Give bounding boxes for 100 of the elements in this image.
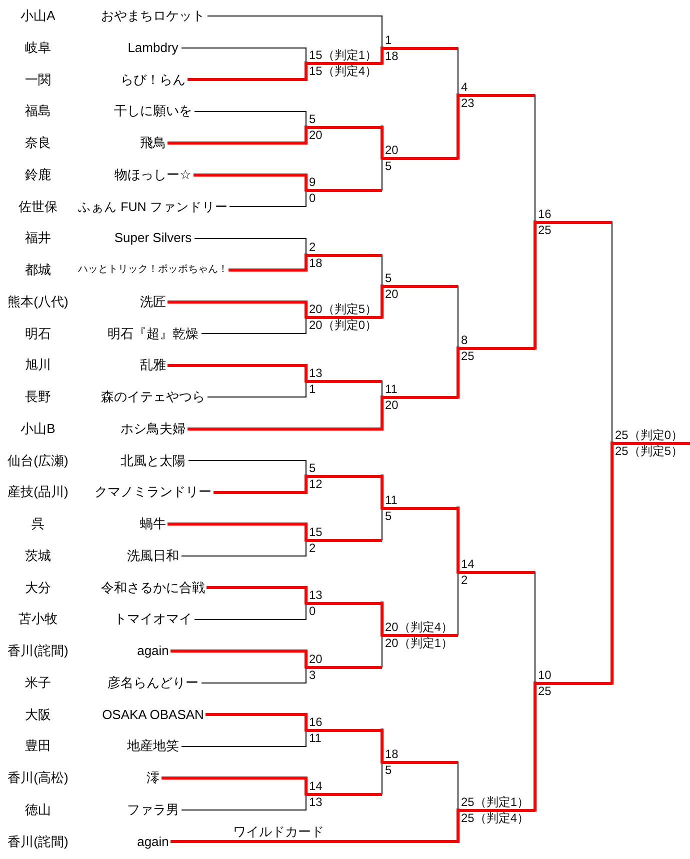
region-name: 呉: [32, 516, 44, 532]
team-name: トマイオマイ: [114, 611, 192, 628]
team-name: OSAKA OBASAN: [102, 706, 204, 722]
bracket-line: [202, 316, 306, 334]
team-name: 北風と太陽: [120, 452, 186, 468]
score: 4: [461, 80, 468, 94]
region-name: 佐世保: [18, 198, 58, 214]
bracket-line: [202, 666, 306, 684]
region-name: 香川(詫間): [8, 643, 68, 659]
region-name: 米子: [25, 674, 51, 691]
score: 5: [385, 763, 392, 777]
team-name: 蝸牛: [140, 516, 166, 532]
region-name: 福島: [25, 103, 51, 120]
region-name: 小山B: [20, 420, 56, 437]
region-name: 長野: [25, 389, 51, 405]
team-name: ハッとトリック！ポッポちゃん！: [78, 263, 228, 277]
team-name: 洗匠: [140, 294, 166, 310]
score: 20（判定0）: [309, 318, 378, 332]
region-name: 仙台(広瀬): [8, 452, 68, 468]
bracket-line: [380, 126, 384, 160]
team-name: 物ほっしー☆: [114, 166, 192, 183]
bracket-line: [188, 460, 306, 476]
bracket-line: [534, 682, 536, 812]
score: 0: [309, 191, 316, 205]
score: 25: [538, 684, 552, 698]
score: 18: [309, 256, 322, 270]
team-name: 森のイテェやつら: [101, 389, 205, 405]
bracket-line: [380, 284, 384, 318]
bracket-line: [182, 47, 306, 64]
score: 15（判定1）: [309, 48, 378, 62]
region-name: 香川(詫間): [8, 834, 68, 850]
bracket-line: [230, 190, 306, 207]
region-name: 旭川: [25, 357, 51, 374]
score: 20: [385, 398, 398, 412]
score: 13: [309, 588, 322, 602]
bracket-line: [206, 586, 308, 604]
region-name: 大阪: [25, 706, 51, 722]
bracket-line: [188, 62, 308, 81]
team-name: 澪: [146, 770, 160, 786]
region-name: 福井: [25, 230, 51, 246]
bracket-line: [456, 346, 460, 398]
region-name: 苫小牧: [18, 611, 58, 628]
bracket-line: [206, 713, 308, 732]
score: 16: [538, 207, 552, 221]
team-name: 令和さるかに合戦: [101, 580, 205, 596]
region-name: 産技(品川): [8, 484, 68, 500]
team-name: 地産地笑: [127, 738, 179, 754]
score: 15（判定4）: [309, 64, 378, 78]
region-name: 大分: [25, 580, 51, 596]
region-name: 香川(高松): [8, 770, 68, 786]
score: 9: [309, 175, 316, 189]
bracket-line: [208, 16, 382, 48]
score: 5: [385, 271, 392, 285]
score: 14: [461, 557, 474, 571]
bracket-line: [168, 522, 308, 542]
team-name: ファラ男: [127, 802, 179, 818]
team-name: おやまちロケット: [101, 8, 205, 24]
score: 5: [309, 461, 316, 475]
score: 20: [309, 128, 322, 142]
score: 2: [309, 541, 316, 555]
team-name: again: [137, 834, 169, 850]
team-name: again: [137, 643, 169, 659]
score: 13: [309, 366, 322, 380]
score: 20: [385, 143, 398, 157]
region-name: 徳山: [25, 802, 51, 818]
bracket-line: [208, 380, 306, 398]
bracket-line: [188, 396, 384, 430]
bracket-line: [182, 730, 306, 747]
team-name: らび！らん: [120, 72, 186, 88]
score: 18: [385, 747, 398, 761]
bracket-line: [456, 506, 460, 574]
bracket-line: [168, 364, 308, 382]
region-name: 鈴鹿: [25, 166, 51, 183]
team-name: Super Silvers: [114, 230, 192, 246]
score: 10: [538, 668, 552, 682]
score: 11: [385, 493, 398, 507]
score: 25: [461, 349, 474, 363]
bracket-line: [168, 126, 308, 144]
region-name: 一関: [25, 72, 51, 88]
team-name: ふぁん FUN ファンドリー: [78, 198, 228, 214]
bracket-line: [182, 540, 306, 556]
bracket-line: [182, 794, 306, 810]
score: 5: [385, 159, 392, 173]
score: 2: [309, 240, 316, 254]
bracket-line: [170, 808, 460, 843]
bracket-line: [214, 474, 308, 494]
bracket-line: [380, 474, 384, 510]
bracket-line: [162, 776, 308, 796]
bracket-line: [456, 94, 460, 160]
team-name: ホシ鳥夫婦: [120, 420, 186, 437]
score: 8: [461, 333, 468, 347]
bracket-line: [194, 173, 308, 192]
score: 20: [385, 287, 398, 301]
team-name: 乱雅: [140, 357, 166, 374]
bracket-line: [380, 602, 384, 636]
region-name: 小山A: [20, 8, 56, 24]
score: 5: [309, 112, 316, 126]
score: 11: [309, 731, 322, 745]
score: 15: [309, 525, 322, 539]
score: 20（判定4）: [385, 620, 454, 634]
